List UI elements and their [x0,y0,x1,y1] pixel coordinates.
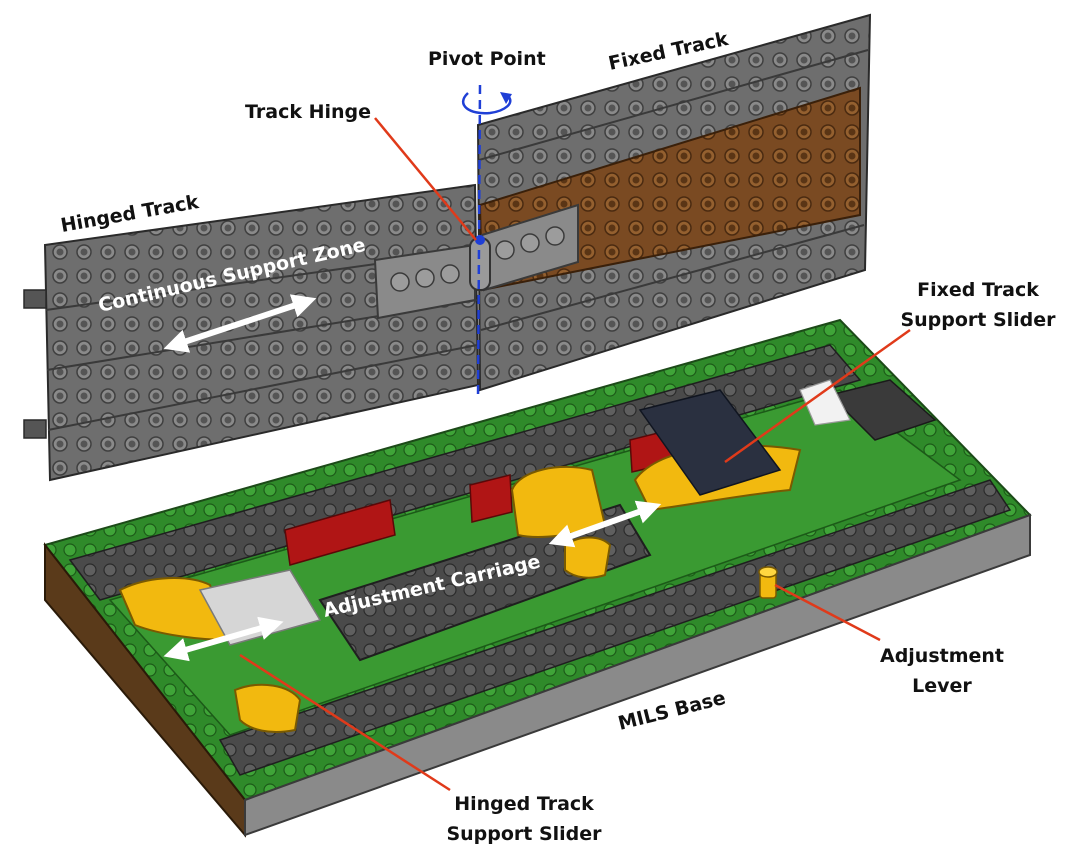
hinged-track-panel [43,183,480,482]
hinge-plate-studs [390,226,565,292]
hinged-track-support-slider-label-line2: Support Slider [446,823,602,845]
track-hinge-leader [374,117,477,241]
hinged-track-tabs [23,289,47,439]
motion-arrows [163,294,662,662]
track-hinge-label: Track Hinge [245,101,371,123]
fixed-track-support-slider-label-line1: Fixed Track [917,279,1039,301]
adjustment-lever-part [758,566,778,599]
adjustment-lever-label-line1: Adjustment [880,645,1004,667]
track-assembly [23,13,872,482]
pivot-rotation-arrowhead-icon [500,92,512,104]
pivot-point-label: Pivot Point [428,48,546,70]
hinge-cylinder [469,237,491,291]
carriage-motion-arrow [548,500,662,548]
pivot-axis-line [476,84,482,401]
fixed-slider-leader [724,328,911,464]
pivot-rotation-arrow-icon [461,92,512,115]
right-corner-white-plate [799,379,851,426]
fixed-slider-block [638,389,782,496]
base-rail-front [218,479,1012,776]
hinged-slider-motion-arrow [163,616,284,662]
fixed-track-support-slider-label-line2: Support Slider [900,309,1056,331]
hinged-track-motion-arrow [163,294,317,353]
adjustment-lever-leader [774,583,881,642]
hinged-track-support-slider-label-line1: Hinged Track [454,793,594,815]
base-front-wall-long [244,513,1031,837]
leader-lines [239,117,911,792]
fixed-track-rows [478,49,869,331]
adjustment-lever-label-line2: Lever [912,675,972,697]
hinged-slider-leader [239,653,451,792]
base-assembly [43,318,1032,838]
right-corner-block [828,379,937,441]
